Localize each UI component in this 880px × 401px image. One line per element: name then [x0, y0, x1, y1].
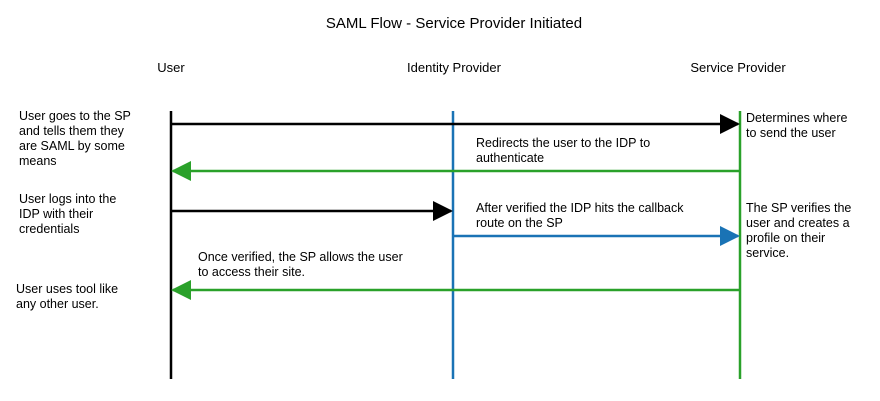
- user-note-logs-into-idp: User logs into the IDP with their creden…: [19, 192, 120, 236]
- message-label-access: Once verified, the SP allows the user to…: [198, 250, 406, 279]
- message-label-callback: After verified the IDP hits the callback…: [476, 201, 687, 230]
- diagram-title: SAML Flow - Service Provider Initiated: [326, 15, 582, 32]
- actor-label-user: User: [157, 60, 185, 75]
- user-note-goes-to-sp: User goes to the SP and tells them they …: [19, 109, 134, 168]
- sp-note-verifies-user: The SP verifies the user and creates a p…: [746, 201, 855, 260]
- actor-label-identity-provider: Identity Provider: [407, 60, 502, 75]
- message-label-redirect: Redirects the user to the IDP to authent…: [476, 136, 654, 165]
- sp-note-determines-where: Determines where to send the user: [746, 111, 851, 140]
- actor-label-service-provider: Service Provider: [690, 60, 786, 75]
- user-note-uses-tool: User uses tool like any other user.: [16, 282, 122, 311]
